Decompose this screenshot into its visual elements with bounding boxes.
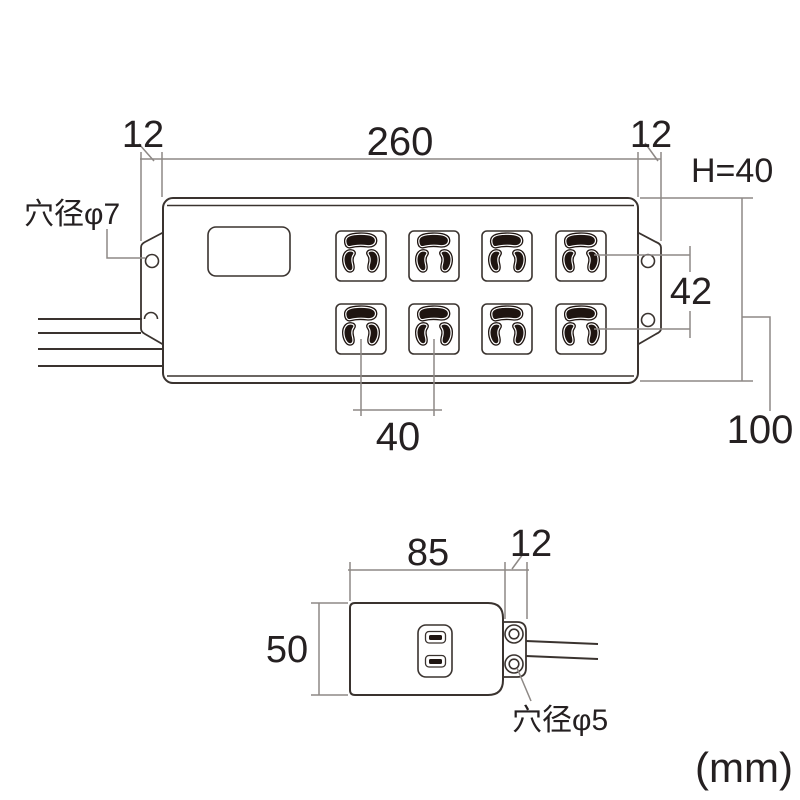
mount-hole bbox=[144, 253, 160, 269]
outlet-socket bbox=[409, 231, 459, 281]
outlet-socket bbox=[482, 304, 532, 354]
unit-note: (mm) bbox=[695, 744, 793, 791]
top-view: 260 12 12 H=40 42 100 40 穴径φ7 bbox=[24, 114, 793, 459]
note-hole-diameter-7: 穴径φ7 bbox=[24, 198, 120, 231]
power-cords bbox=[38, 318, 163, 367]
mount-hole-half bbox=[143, 311, 159, 320]
name-plate bbox=[207, 226, 291, 277]
eyelet-holes bbox=[504, 624, 524, 674]
outlet-socket bbox=[482, 231, 532, 281]
outlet-socket bbox=[336, 231, 386, 281]
dim-hole-pitch: 42 bbox=[670, 271, 712, 313]
side-view: 85 12 50 穴径φ5 bbox=[266, 523, 608, 737]
top-view-dimensions bbox=[106, 142, 771, 416]
dim-overall-width: 260 bbox=[367, 120, 434, 164]
dim-outlet-pitch: 40 bbox=[376, 415, 421, 459]
usb-port bbox=[424, 654, 447, 668]
note-height: H=40 bbox=[691, 152, 773, 190]
dim-side-tab: 12 bbox=[510, 523, 552, 565]
dim-side-width: 85 bbox=[407, 532, 449, 574]
right-mount-tab bbox=[636, 231, 662, 346]
side-view-dimensions bbox=[311, 553, 532, 702]
usb-port bbox=[424, 630, 447, 644]
strip-body bbox=[162, 197, 639, 384]
mount-hole bbox=[640, 312, 656, 328]
dim-depth: 100 bbox=[727, 408, 794, 452]
side-power-cord bbox=[525, 640, 599, 660]
note-hole-diameter-5: 穴径φ5 bbox=[512, 704, 608, 737]
dim-left-tab: 12 bbox=[122, 114, 164, 156]
left-mount-tab bbox=[140, 231, 165, 346]
outlet-socket bbox=[556, 231, 606, 281]
dim-right-tab: 12 bbox=[630, 114, 672, 156]
dim-side-height: 50 bbox=[266, 629, 308, 671]
